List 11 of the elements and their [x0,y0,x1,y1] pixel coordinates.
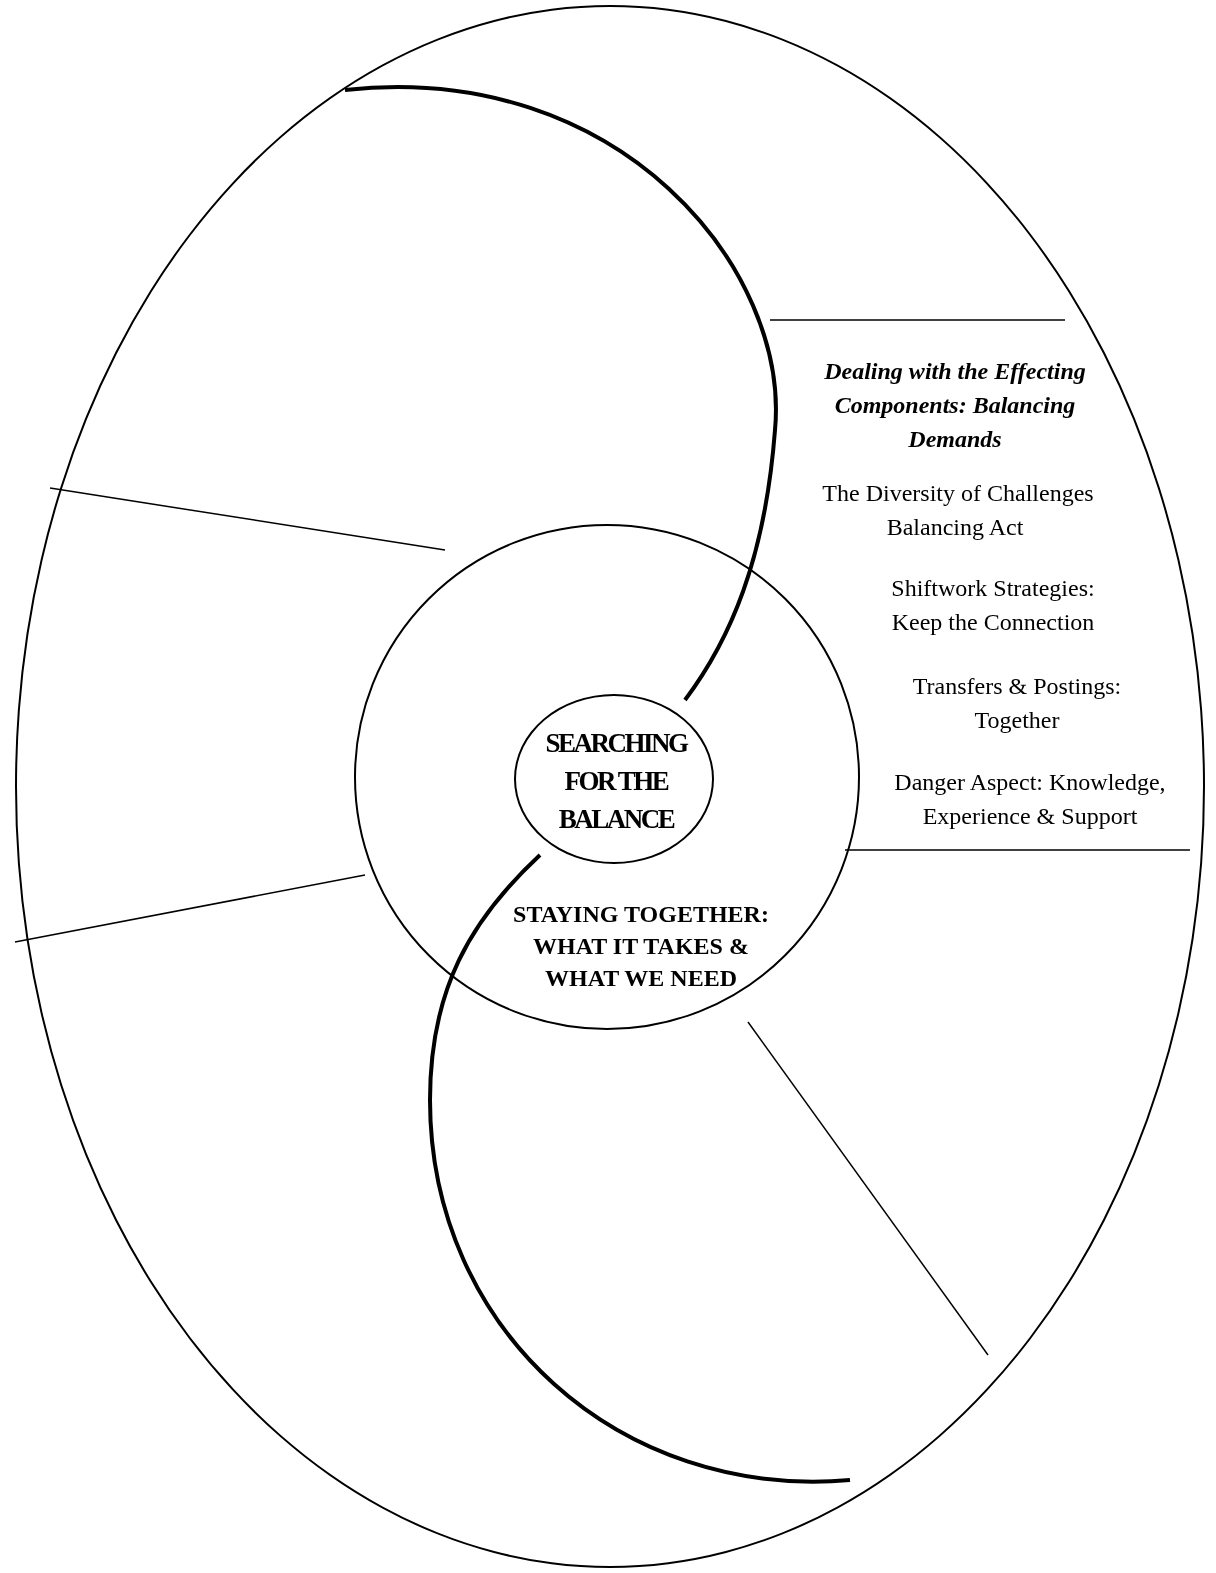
outer-ellipse [15,5,1205,1568]
section-heading: Dealing with the Effecting Components: Balancing Demands [823,357,1087,454]
middle-circle [354,524,860,1030]
theme-text: The Diversity of Challenges [821,479,1095,508]
center-circle [514,694,714,864]
node-text: SEARCHING FOR THE BALANCE [544,727,689,836]
theme-text: Shiftwork Strategies: Keep the Connection [890,574,1096,637]
theme-text: Danger Aspect: Knowledge, Experience & Support [893,768,1167,831]
node-text: STAYING TOGETHER: WHAT IT TAKES & WHAT WE NEED [512,900,770,993]
theme-text: Balancing Act [885,513,1025,542]
theme-text: Transfers & Postings: Together [911,672,1123,735]
